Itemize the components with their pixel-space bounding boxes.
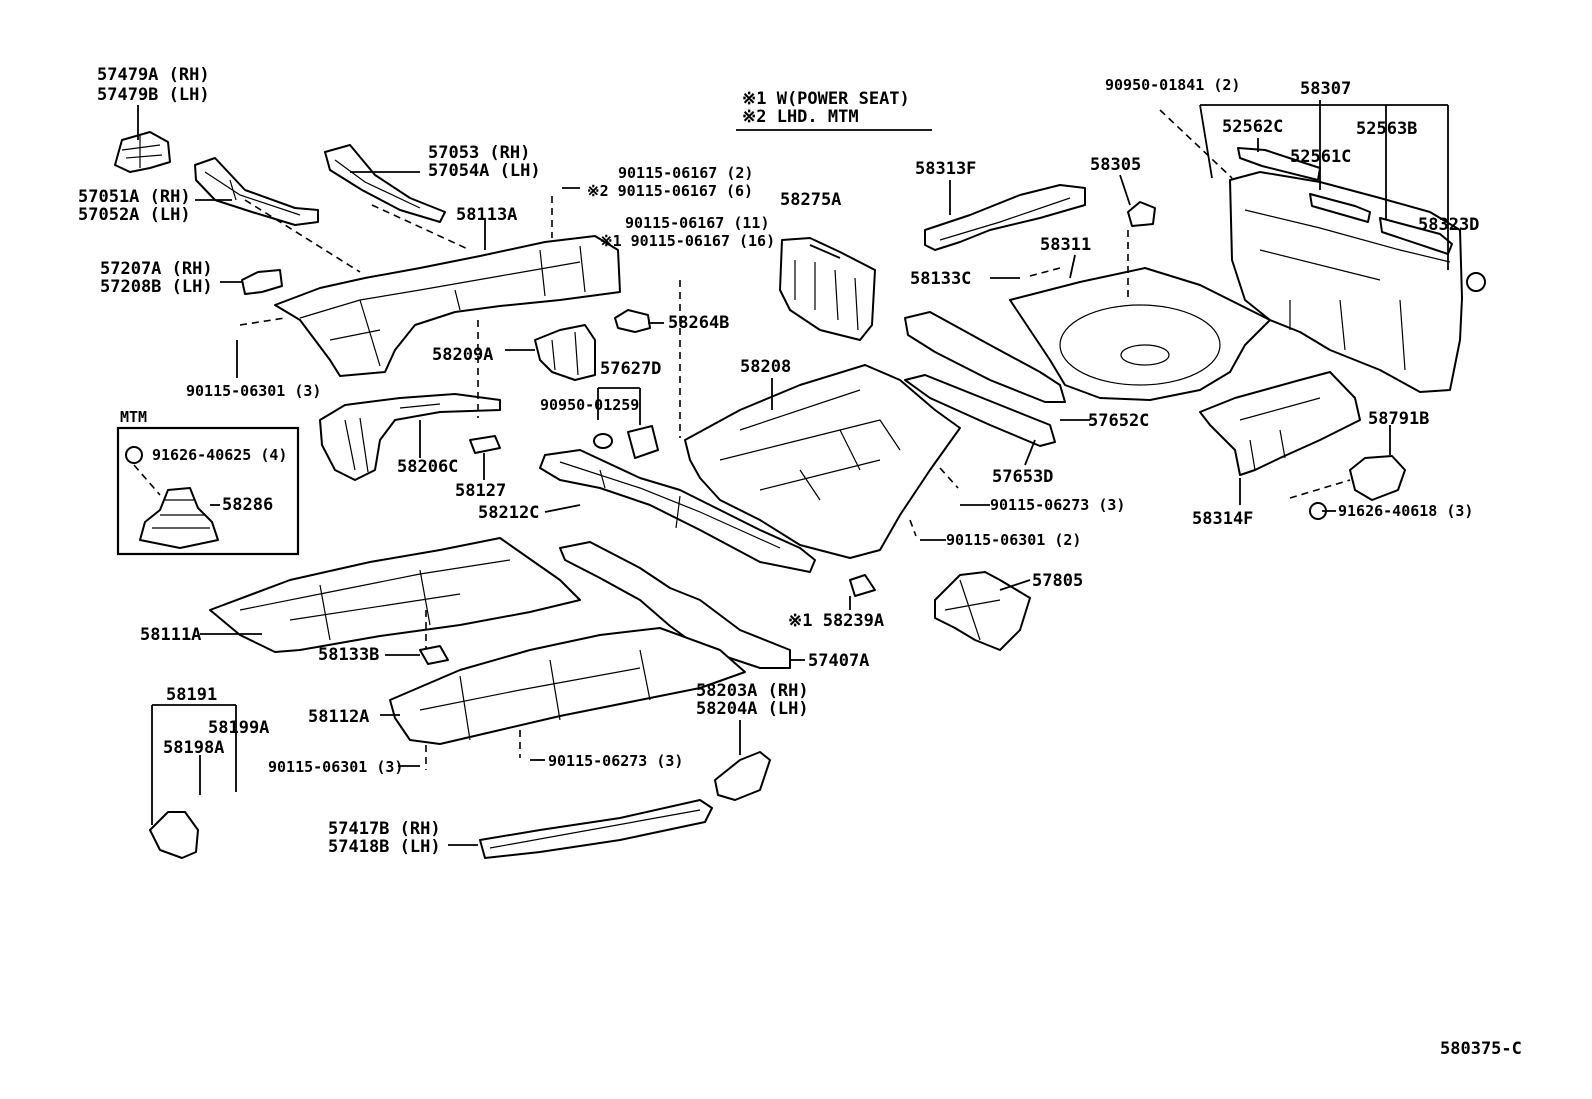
mtm-frame <box>116 426 300 556</box>
label-58199A: 58199A <box>208 718 269 738</box>
label-57208B: 57208B (LH) <box>100 277 213 297</box>
label-57652C: 57652C <box>1088 411 1149 431</box>
part-58111A-floor <box>209 537 581 653</box>
part-58275A-panel <box>779 237 876 341</box>
label-58313F: 58313F <box>915 159 976 179</box>
part-57479-bracket <box>114 131 171 173</box>
part-58133B-clip <box>419 645 449 665</box>
label-58112A: 58112A <box>308 707 369 727</box>
label-58113A: 58113A <box>456 205 517 225</box>
label-90115-06301-3a: 90115-06301 (3) <box>186 382 321 400</box>
label-58275A: 58275A <box>780 190 841 210</box>
part-57051-rail <box>194 157 319 226</box>
label-90115-06167-6: ※2 90115-06167 (6) <box>587 182 753 200</box>
label-58133C: 58133C <box>910 269 971 289</box>
part-58203A-bracket <box>714 751 771 801</box>
label-57805: 57805 <box>1032 571 1083 591</box>
notes-block: ※1 W(POWER SEAT) ※2 LHD. MTM <box>736 89 932 131</box>
part-58113A-tunnel <box>274 235 621 377</box>
label-52563B: 52563B <box>1356 119 1417 139</box>
note-2: ※2 LHD. MTM <box>742 107 859 127</box>
label-58311: 58311 <box>1040 235 1091 255</box>
part-58264B-clip <box>614 309 651 333</box>
note-1: ※1 W(POWER SEAT) <box>742 89 910 109</box>
part-58311-tire-well <box>1009 267 1271 401</box>
label-58203A: 58203A (RH) <box>696 681 809 701</box>
label-58209A: 58209A <box>432 345 493 365</box>
label-57407A: 57407A <box>808 651 869 671</box>
label-52562C: 52562C <box>1222 117 1283 137</box>
diagram-code: 580375-C <box>1440 1039 1522 1059</box>
mtm-box: MTM <box>116 408 300 556</box>
part-58239A-pad <box>849 574 876 597</box>
label-58198A: 58198A <box>163 738 224 758</box>
label-58212C: 58212C <box>478 503 539 523</box>
part-57627D-pad <box>593 425 659 459</box>
label-57627D: 57627D <box>600 359 661 379</box>
label-58208: 58208 <box>740 357 791 377</box>
label-90115-06167-2: 90115-06167 (2) <box>618 164 753 182</box>
part-58112A-floor <box>389 627 746 745</box>
part-58206C-bracket <box>319 393 501 481</box>
part-58209A-bracket <box>534 324 596 381</box>
part-58313F-member <box>924 184 1086 251</box>
part-57053-brace <box>324 144 446 223</box>
label-90115-06273-3b: 90115-06273 (3) <box>548 752 683 770</box>
label-57417B: 57417B (RH) <box>328 819 441 839</box>
label-90115-06167-11: 90115-06167 (11) <box>625 214 770 232</box>
label-58239A: ※1 58239A <box>788 611 884 631</box>
label-90115-06167-16: ※1 90115-06167 (16) <box>600 232 775 250</box>
label-57479B: 57479B (LH) <box>97 85 210 105</box>
label-57479A: 57479A (RH) <box>97 65 210 85</box>
label-58264B: 58264B <box>668 313 729 333</box>
label-58314F: 58314F <box>1192 509 1253 529</box>
label-57053: 57053 (RH) <box>428 143 530 163</box>
part-58791B-bracket <box>1349 455 1406 501</box>
label-58206C: 58206C <box>397 457 458 477</box>
label-91626-40618: 91626-40618 (3) <box>1338 502 1473 520</box>
part-57653D-member <box>904 374 1056 447</box>
label-57653D: 57653D <box>992 467 1053 487</box>
label-90950-01841: 90950-01841 (2) <box>1105 76 1240 94</box>
label-52561C: 52561C <box>1290 147 1351 167</box>
leader-lines <box>137 100 1449 846</box>
label-58127: 58127 <box>455 481 506 501</box>
label-90115-06301-2: 90115-06301 (2) <box>946 531 1081 549</box>
part-58191-bracket <box>149 811 199 859</box>
label-90115-06273-3a: 90115-06273 (3) <box>990 496 1125 514</box>
label-58286: 58286 <box>222 495 273 515</box>
dashed-lines <box>133 109 1351 770</box>
part-58212C-crossmember <box>539 449 816 573</box>
part-57417B-rocker <box>479 799 713 859</box>
part-58127-plate <box>469 435 501 454</box>
part-57207-bracket <box>241 269 283 295</box>
label-58307: 58307 <box>1300 79 1351 99</box>
label-57051A: 57051A (RH) <box>78 187 191 207</box>
label-57054A: 57054A (LH) <box>428 161 541 181</box>
labels: 57479A (RH) 57479B (LH) 57051A (RH) 5705… <box>78 65 1479 857</box>
part-58307-rear-panel <box>1229 147 1486 393</box>
part-57407A-member <box>559 541 791 669</box>
label-91626-40625: 91626-40625 (4) <box>152 446 287 464</box>
label-58204A: 58204A (LH) <box>696 699 809 719</box>
label-58305: 58305 <box>1090 155 1141 175</box>
label-57052A: 57052A (LH) <box>78 205 191 225</box>
label-90950-01259: 90950-01259 <box>540 396 639 414</box>
label-57418B: 57418B (LH) <box>328 837 441 857</box>
mtm-title: MTM <box>120 408 147 426</box>
label-90115-06301-3b: 90115-06301 (3) <box>268 758 403 776</box>
label-57207A: 57207A (RH) <box>100 259 213 279</box>
part-57805-panel <box>934 571 1031 651</box>
label-58133B: 58133B <box>318 645 379 665</box>
part-58208-floor <box>684 364 961 559</box>
part-57652C-member <box>904 311 1066 403</box>
label-58791B: 58791B <box>1368 409 1429 429</box>
label-58323D: 58323D <box>1418 215 1479 235</box>
label-58191: 58191 <box>166 685 217 705</box>
part-58305-bracket <box>1127 201 1156 227</box>
label-58111A: 58111A <box>140 625 201 645</box>
part-58314F-member <box>1199 371 1361 476</box>
